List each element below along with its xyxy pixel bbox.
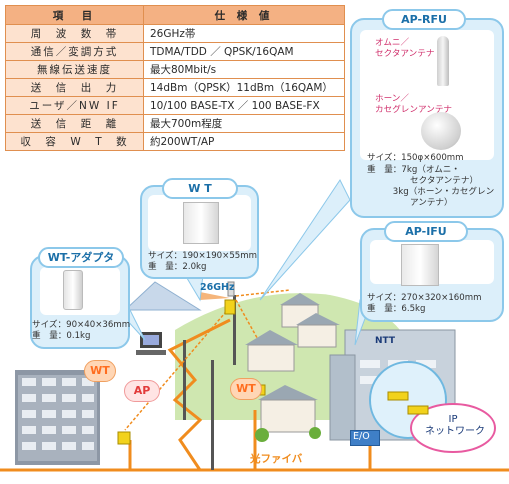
spec-item: 通信／変調方式	[5, 42, 144, 61]
spec-item: 送 信 距 離	[5, 114, 144, 133]
ap-rfu-horn-label: ホーン／ カセグレンアンテナ	[375, 94, 453, 115]
frequency-label: 26GHz	[200, 282, 235, 293]
ap-unit-icon	[117, 431, 131, 445]
horn-antenna-icon	[421, 112, 461, 150]
wt-title: W T	[162, 178, 238, 199]
ap-ifu-title: AP-IFU	[384, 221, 468, 242]
wt-unit-icon	[224, 299, 236, 315]
pole	[183, 340, 186, 420]
wt-bubble-house-label: WT	[236, 382, 256, 395]
spec-item: 送 信 出 力	[5, 78, 144, 97]
radio-link	[124, 299, 237, 431]
spec-value: TDMA/TDD ／ QPSK/16QAM	[143, 42, 345, 61]
wt-adapter-weight: 重 量：0.1kg	[32, 331, 91, 341]
spec-header-item: 項 目	[5, 5, 144, 25]
wt-adapter-size: サイズ：90×40×36mm	[32, 320, 131, 330]
wt-bubble-house: WT	[230, 378, 262, 400]
wt-bubble-office: WT	[84, 360, 116, 382]
table-row: 送 信 距 離最大700m程度	[5, 114, 345, 133]
ip-network-cloud	[410, 403, 496, 453]
ap-rfu-weight: 重 量：7kg（オムニ・ セクタアンテナ） 3kg（ホーン・カセグレン アンテナ…	[367, 165, 495, 208]
spec-item: ユーザ／NW IF	[5, 96, 144, 115]
spec-item: 無線伝送速度	[5, 60, 144, 79]
ap-ifu-unit-icon	[387, 391, 409, 401]
spec-header-row: 項 目 仕 様 値	[5, 5, 345, 25]
ap-bubble: AP	[124, 380, 160, 402]
spec-item: 収 容 W T 数	[5, 132, 144, 151]
ap-ifu-weight: 重 量：6.5kg	[367, 304, 426, 314]
wt-device-icon	[183, 202, 219, 244]
wt-weight: 重 量：2.0kg	[148, 262, 207, 272]
table-row: 収 容 W T 数約200WT/AP	[5, 132, 345, 151]
spec-item: 周 波 数 帯	[5, 24, 144, 43]
ap-ifu-device-icon	[401, 244, 439, 286]
fiber-zigzag	[167, 318, 231, 471]
radio-beam	[200, 292, 230, 300]
house-group	[245, 293, 340, 442]
ap-rfu-title: AP-RFU	[382, 9, 466, 30]
ntt-label: NTT	[375, 336, 396, 346]
ap-rfu-omni-label: オムニ／ セクタアンテナ	[375, 38, 435, 59]
eo-label: E/O	[353, 431, 370, 442]
pole	[211, 360, 214, 470]
wt-size: サイズ：190×190×55mm	[148, 251, 258, 261]
fiber-label: 光ファイバ	[250, 453, 303, 465]
spec-value: 最大700m程度	[143, 114, 345, 133]
spec-value: 約200WT/AP	[143, 132, 345, 151]
eo-box	[350, 430, 380, 446]
wt-adapter-title: WT-アダプタ	[38, 247, 124, 268]
office-building	[15, 370, 100, 465]
ap-bubble-label: AP	[133, 384, 151, 397]
radio-link	[235, 289, 291, 297]
ap-ifu-size: サイズ：270×320×160mm	[367, 293, 482, 303]
spec-header-value: 仕 様 値	[143, 5, 345, 25]
ap-ifu-unit-icon	[407, 405, 429, 415]
wt-bubble-office-label: WT	[90, 364, 110, 377]
roof	[123, 281, 202, 311]
omni-antenna-icon	[437, 36, 449, 86]
pole	[233, 295, 236, 365]
ap-rfu-size: サイズ：150φ×600mm	[367, 153, 464, 163]
wt-adapter-icon	[63, 270, 83, 310]
ip-network-label: IP ネットワーク	[425, 414, 485, 437]
ap-rfu-callout	[259, 179, 351, 301]
antenna-icon	[227, 281, 235, 297]
